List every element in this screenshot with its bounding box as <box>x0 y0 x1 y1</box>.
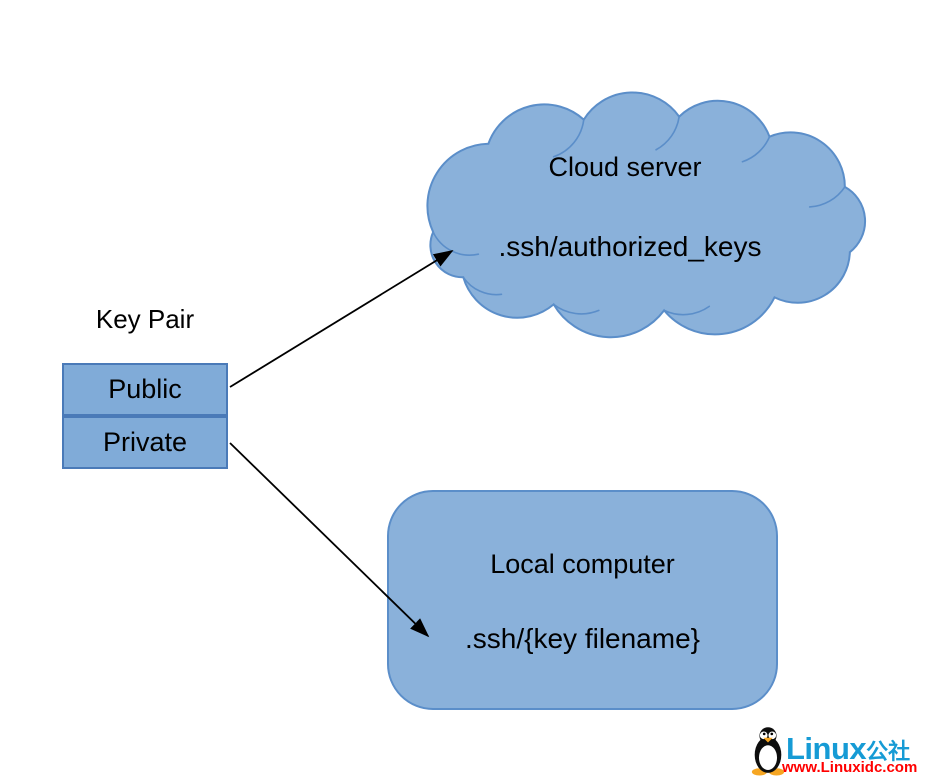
cloud-server-title: Cloud server <box>548 152 702 182</box>
linuxidc-watermark: Linux公社 www.Linuxidc.com <box>748 723 926 780</box>
key-pair-label: Key Pair <box>95 304 195 334</box>
cloud-server-shape <box>426 91 867 339</box>
cloud-server-path-label: .ssh/authorized_keys <box>498 231 762 262</box>
logo-brand-text: Linux公社 <box>786 731 910 767</box>
private-key-box: Private <box>62 416 228 469</box>
local-computer-path-label: .ssh/{key filename} <box>464 623 701 654</box>
tux-penguin-icon <box>751 727 785 776</box>
logo-brand-main: Linux <box>786 731 867 766</box>
cloud-outline <box>426 91 867 339</box>
local-computer-shape <box>387 490 778 710</box>
local-computer-title: Local computer <box>490 549 675 579</box>
logo-url-text: www.Linuxidc.com <box>782 759 918 776</box>
public-key-box: Public <box>62 363 228 416</box>
logo-brand-suffix: 公社 <box>866 739 911 764</box>
